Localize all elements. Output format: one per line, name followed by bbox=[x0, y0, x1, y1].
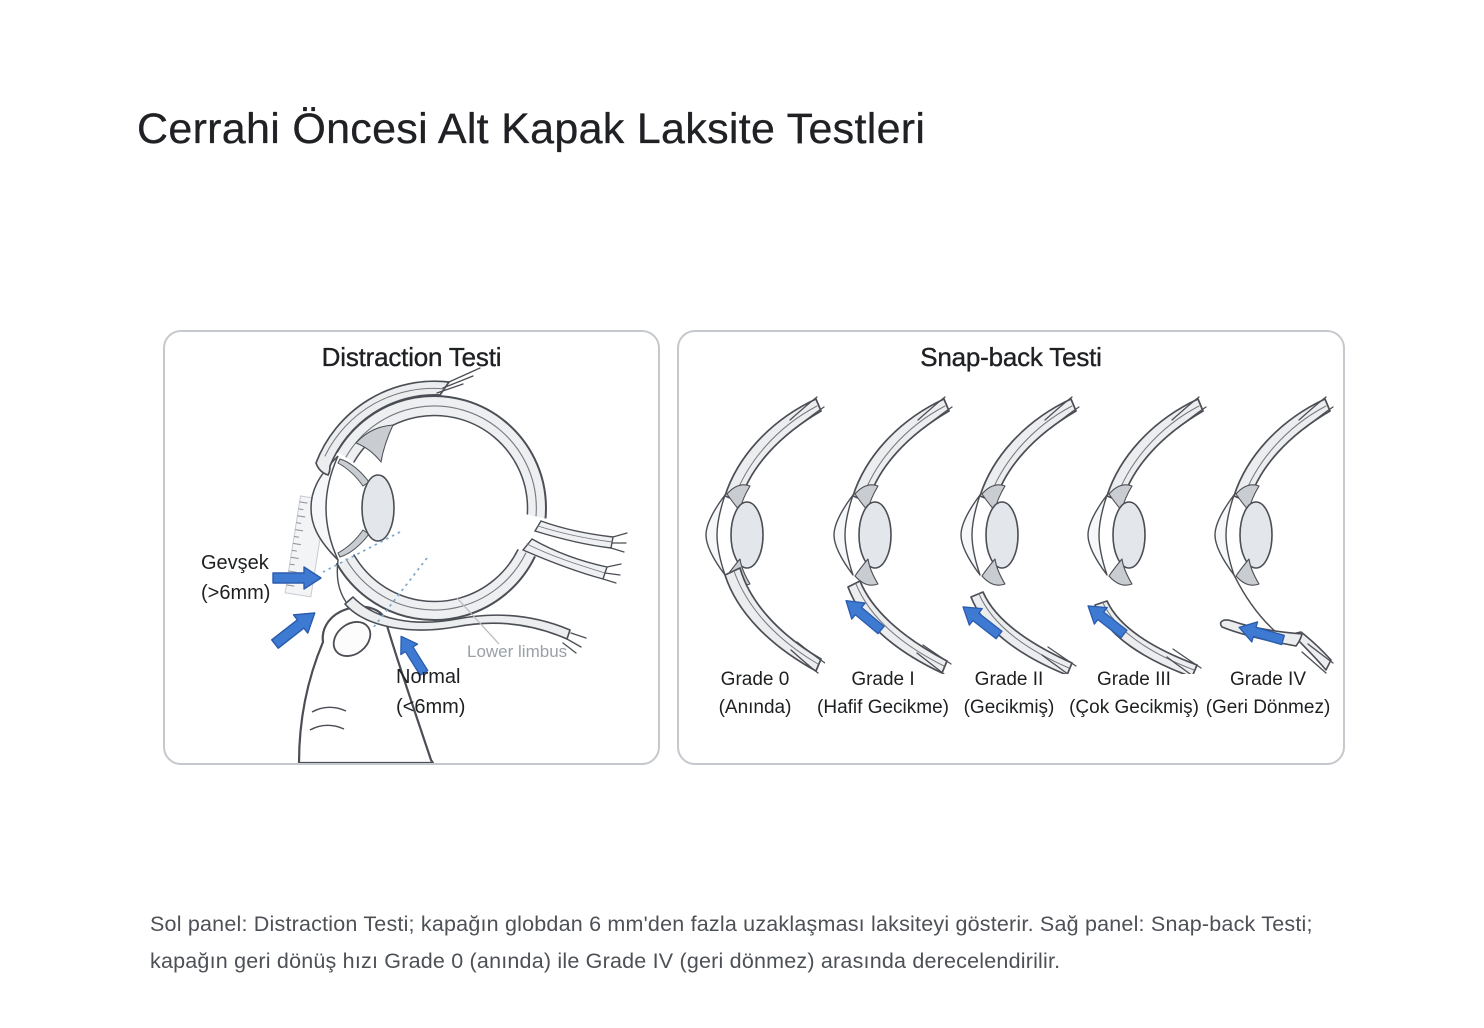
distraction-panel: Distraction Testi bbox=[163, 330, 660, 765]
grade-4-label: Grade IV (Geri Dönmez) bbox=[1205, 669, 1331, 718]
eye-diagram-grade-0 bbox=[705, 396, 825, 674]
eye-diagram-grade-3 bbox=[1080, 396, 1207, 674]
page-title: Cerrahi Öncesi Alt Kapak Laksite Testler… bbox=[137, 105, 926, 153]
grade-1-label: Grade I (Hafif Gecikme) bbox=[817, 669, 949, 718]
distraction-diagram bbox=[267, 367, 628, 763]
pull-arrow-icon bbox=[267, 603, 323, 654]
lower-limbus-label: Lower limbus bbox=[467, 642, 568, 661]
finger-graphic bbox=[297, 605, 435, 763]
eye-globe bbox=[310, 367, 628, 621]
lower-limbus-pointer bbox=[456, 597, 500, 645]
eye-diagram-grade-4 bbox=[1214, 396, 1334, 674]
figure-caption: Sol panel: Distraction Testi; kapağın gl… bbox=[150, 912, 1313, 973]
grade-3-label: Grade III (Çok Gecikmiş) bbox=[1069, 669, 1199, 718]
measurement-dotted-lines bbox=[322, 531, 428, 629]
snapback-panel-title: Snap-back Testi bbox=[920, 342, 1102, 372]
eye-diagram-grade-1 bbox=[833, 396, 953, 674]
grade-0-label: Grade 0 (Anında) bbox=[718, 669, 792, 718]
snapback-panel: Snap-back Testi Grade 0 (Anında) Grade I… bbox=[677, 330, 1345, 765]
grade-2-label: Grade II (Gecikmiş) bbox=[963, 669, 1055, 718]
lower-lid-graphic bbox=[336, 559, 587, 654]
distraction-panel-title: Distraction Testi bbox=[321, 342, 502, 372]
eye-diagram-grade-2 bbox=[955, 396, 1080, 674]
normal-label: Normal (<6mm) bbox=[396, 666, 466, 718]
loose-label: Gevşek (>6mm) bbox=[201, 552, 271, 604]
